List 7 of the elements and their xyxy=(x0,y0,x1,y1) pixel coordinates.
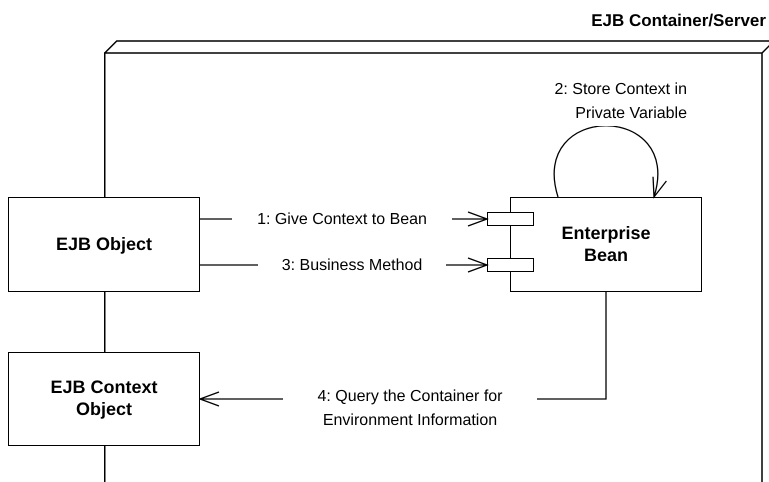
port-box xyxy=(487,258,534,272)
object-box: EJB Context Object xyxy=(8,352,200,446)
port-box xyxy=(487,212,534,226)
container-title: EJB Container/Server xyxy=(591,10,766,32)
object-box: Enterprise Bean xyxy=(510,197,702,292)
object-box: EJB Object xyxy=(8,197,200,292)
arrow xyxy=(554,125,665,198)
